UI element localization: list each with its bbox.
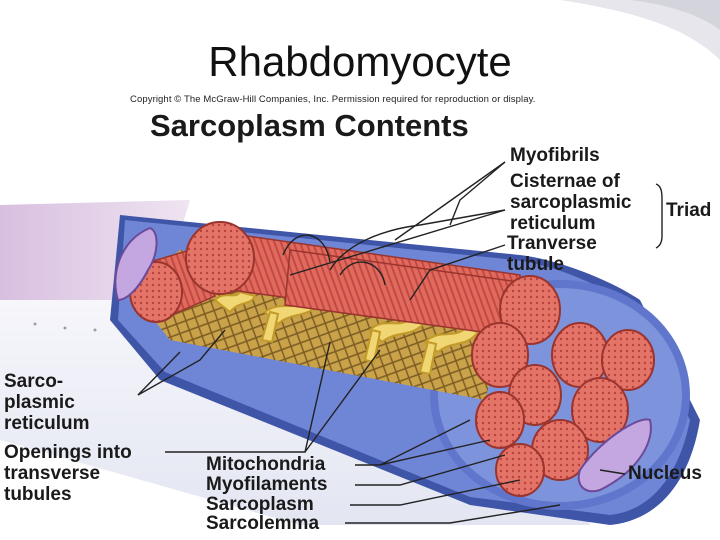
label-transverse-line-1: Tranverse — [507, 233, 597, 254]
label-sarcoplasmic-reticulum: Sarco- plasmic reticulum — [4, 371, 90, 434]
label-sarcoplasm: Sarcoplasm — [206, 494, 314, 515]
label-openings-line-3: tubules — [4, 484, 132, 505]
label-myofilaments: Myofilaments — [206, 474, 327, 495]
label-sr-line-1: Sarco- — [4, 371, 90, 392]
label-cisternae: Cisternae of sarcoplasmic reticulum — [510, 171, 631, 234]
label-sr-line-2: plasmic — [4, 392, 90, 413]
label-sarcolemma: Sarcolemma — [206, 513, 319, 534]
copyright-notice: Copyright © The McGraw-Hill Companies, I… — [130, 94, 536, 105]
diagram-heading: Sarcoplasm Contents — [150, 108, 469, 144]
label-cisternae-line-1: Cisternae of — [510, 171, 631, 192]
label-cisternae-line-2: sarcoplasmic — [510, 192, 631, 213]
label-openings: Openings into transverse tubules — [4, 442, 132, 505]
label-triad: Triad — [666, 200, 711, 221]
label-sr-line-3: reticulum — [4, 413, 90, 434]
label-openings-line-1: Openings into — [4, 442, 132, 463]
label-mitochondria: Mitochondria — [206, 454, 325, 475]
label-nucleus: Nucleus — [628, 463, 702, 484]
label-cisternae-line-3: reticulum — [510, 213, 631, 234]
label-myofibrils: Myofibrils — [510, 145, 600, 166]
label-transverse-tubule: Tranverse tubule — [507, 233, 597, 275]
slide-title: Rhabdomyocyte — [0, 38, 720, 86]
label-openings-line-2: transverse — [4, 463, 132, 484]
label-transverse-line-2: tubule — [507, 254, 597, 275]
